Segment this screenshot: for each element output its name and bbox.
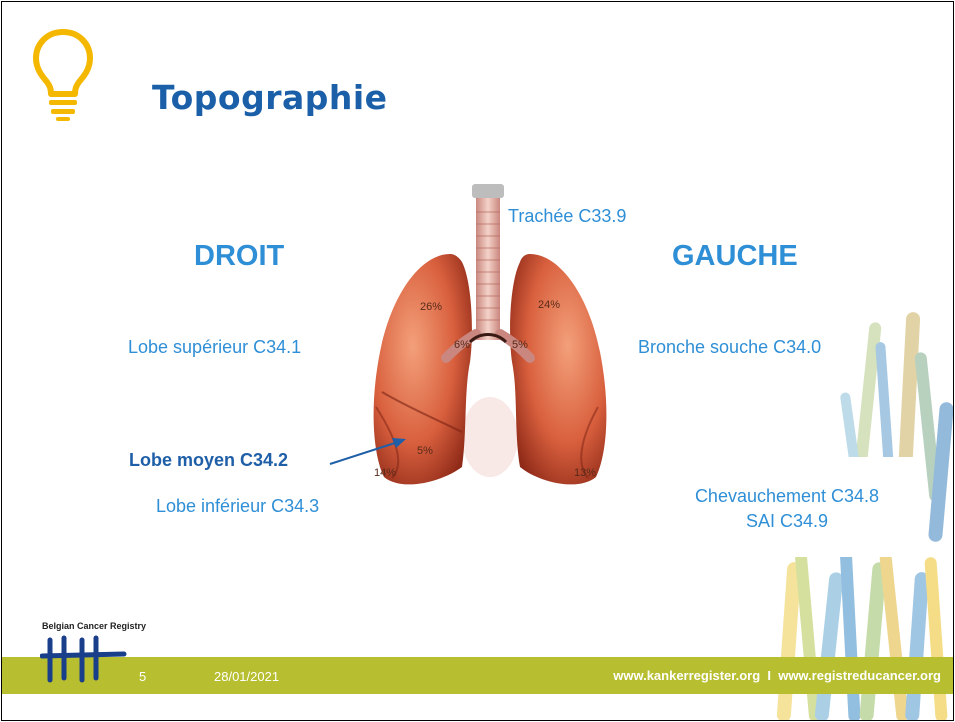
label-overlap: Chevauchement C34.8 bbox=[662, 486, 912, 507]
label-upper-lobe: Lobe supérieur C34.1 bbox=[128, 337, 301, 358]
pct-left-lower: 13% bbox=[574, 467, 596, 479]
label-nos: SAI C34.9 bbox=[662, 511, 912, 532]
pct-right-bronchus: 6% bbox=[454, 339, 470, 351]
slide-date: 28/01/2021 bbox=[214, 669, 279, 684]
label-trachea: Trachée C33.9 bbox=[508, 206, 626, 227]
registry-name: Belgian Cancer Registry bbox=[42, 621, 146, 631]
label-lower-lobe: Lobe inférieur C34.3 bbox=[156, 496, 319, 517]
page-number: 5 bbox=[139, 669, 146, 684]
right-side-heading: DROIT bbox=[194, 240, 284, 273]
page-title: Topographie bbox=[152, 78, 388, 117]
middle-lobe-arrow bbox=[326, 430, 416, 470]
pct-left-bronchus: 5% bbox=[512, 339, 528, 351]
pct-middle: 5% bbox=[417, 445, 433, 457]
label-middle-lobe: Lobe moyen C34.2 bbox=[129, 450, 288, 471]
lightbulb-icon bbox=[28, 26, 98, 124]
footer-urls: www.kankerregister.org I www.registreduc… bbox=[613, 668, 941, 683]
pct-left-upper: 24% bbox=[538, 299, 560, 311]
pct-right-upper: 26% bbox=[420, 301, 442, 313]
overlap-text-backdrop bbox=[657, 457, 922, 557]
registry-logo bbox=[40, 634, 130, 686]
left-side-heading: GAUCHE bbox=[672, 240, 798, 273]
label-main-bronchus: Bronche souche C34.0 bbox=[638, 337, 821, 358]
